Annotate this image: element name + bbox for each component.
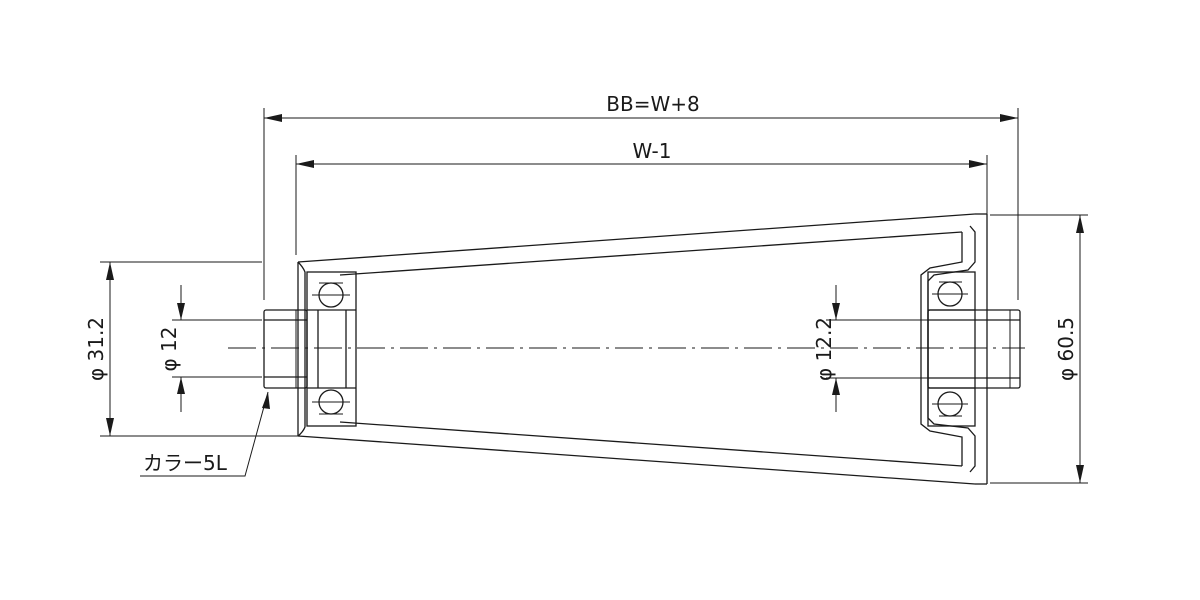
right-bearing-housing xyxy=(920,225,976,473)
dimension-overall-length: BB=W+8 xyxy=(263,92,1019,300)
dimension-shaft-left: φ 12 xyxy=(157,285,262,412)
collar-callout-label: カラー5L xyxy=(143,451,228,475)
left-bearing-housing xyxy=(306,271,357,427)
tapered-tube xyxy=(297,213,988,485)
dimension-large-end-diameter: φ 60.5 xyxy=(990,214,1088,484)
overall-length-label: BB=W+8 xyxy=(606,92,699,116)
collar-diameter-label: φ 31.2 xyxy=(84,317,108,381)
left-collar xyxy=(263,309,308,389)
tube-length-label: W-1 xyxy=(633,139,672,163)
dimension-collar-diameter: φ 31.2 xyxy=(84,261,300,437)
large-end-diameter-label: φ 60.5 xyxy=(1054,317,1078,381)
shaft-left-diameter-label: φ 12 xyxy=(157,327,181,372)
dimension-shaft-right: φ 12.2 xyxy=(812,285,928,412)
shaft-right-diameter-label: φ 12.2 xyxy=(812,317,836,381)
right-shaft xyxy=(927,309,1021,389)
collar-callout: カラー5L xyxy=(140,391,270,477)
dimension-tube-length: W-1 xyxy=(295,139,988,255)
